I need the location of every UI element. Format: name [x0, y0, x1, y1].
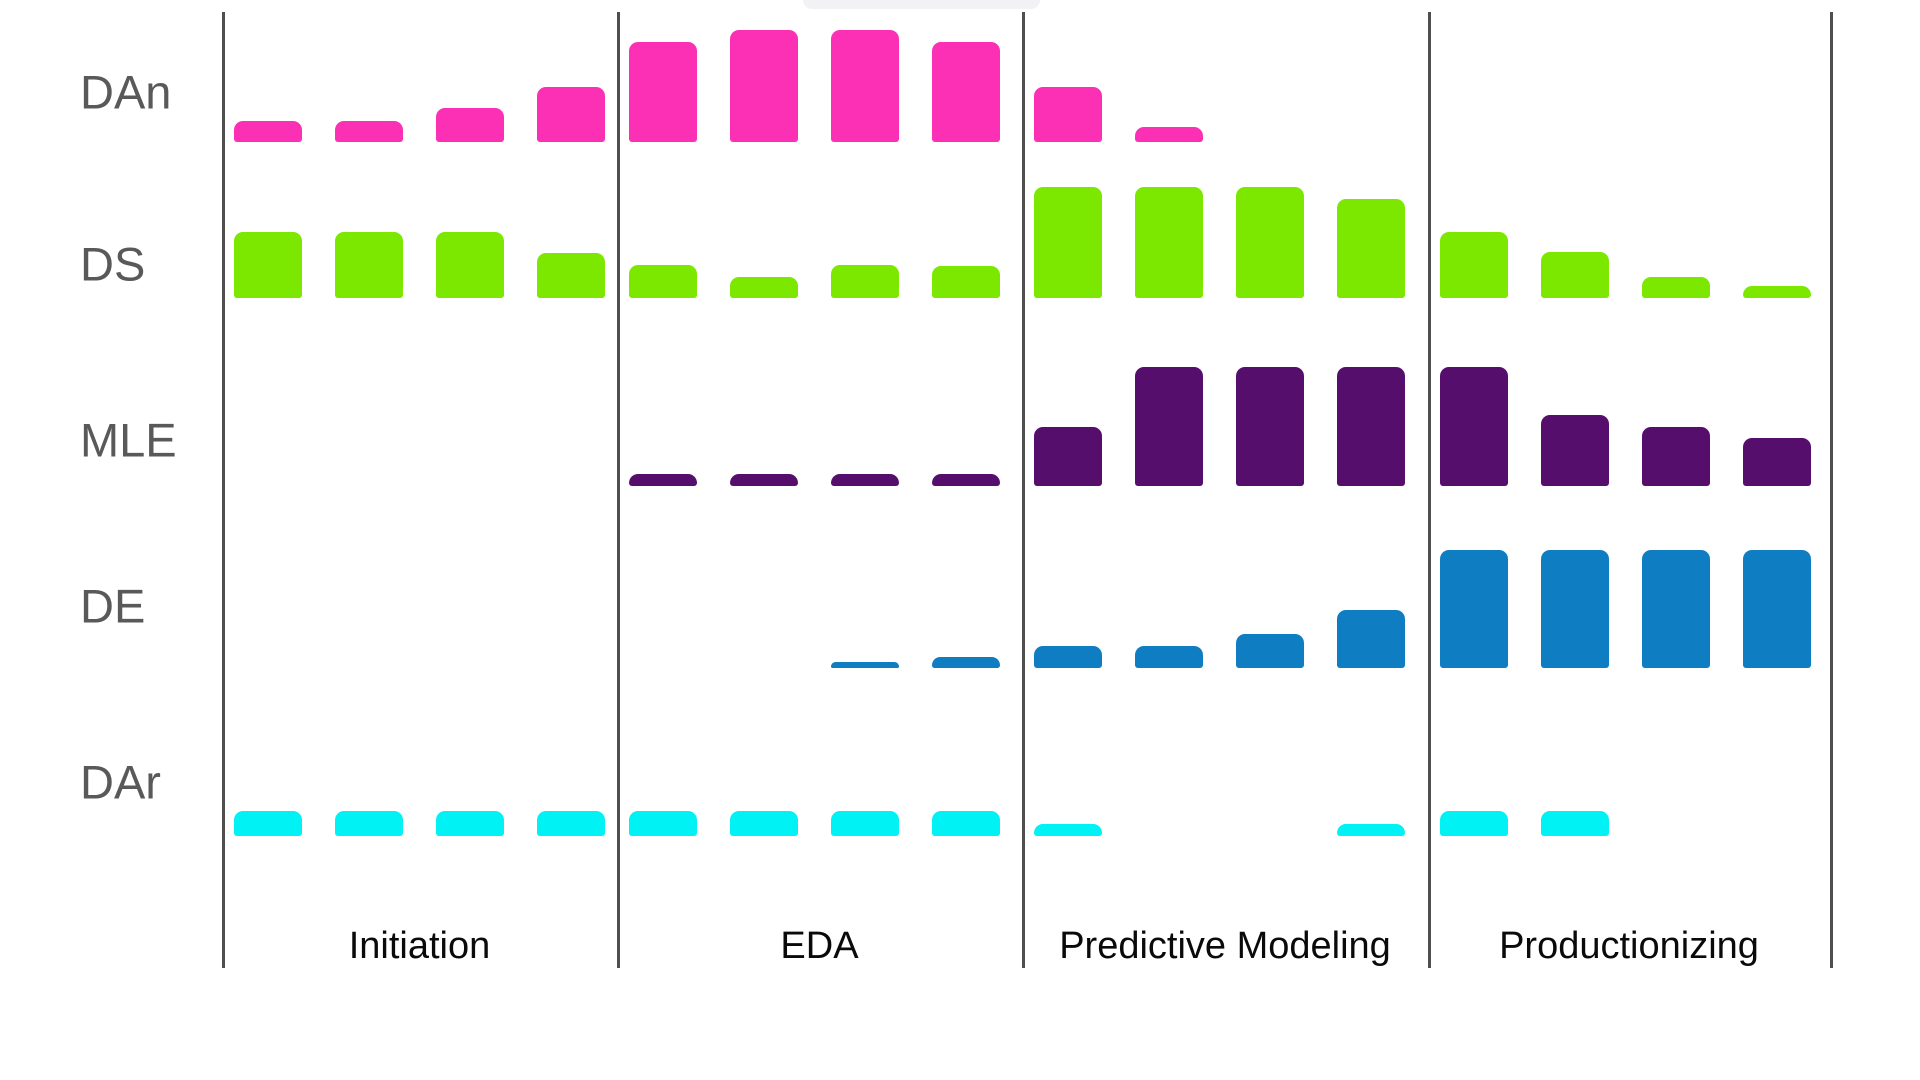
bar-DAr-productionizing-1: [1440, 811, 1508, 836]
bar-DE-predictive-modeling-4: [1337, 610, 1405, 668]
bar-DS-initiation-1: [234, 232, 302, 298]
bar-DS-eda-3: [831, 265, 899, 298]
phase-label-predictive-modeling: Predictive Modeling: [1059, 925, 1391, 967]
bar-DAr-eda-2: [730, 811, 798, 836]
bar-MLE-predictive-modeling-3: [1236, 367, 1304, 486]
bar-DE-productionizing-3: [1642, 550, 1710, 668]
bar-DS-productionizing-3: [1642, 277, 1710, 298]
row-label-DAn: DAn: [80, 65, 172, 119]
bar-DE-predictive-modeling-3: [1236, 634, 1304, 668]
bar-DAn-initiation-1: [234, 121, 302, 142]
bar-DS-productionizing-4: [1743, 286, 1811, 298]
phase-separator-line-3: [1428, 12, 1431, 968]
bar-DAn-eda-4: [932, 42, 1000, 142]
bar-DAr-eda-1: [629, 811, 697, 836]
bar-DS-predictive-modeling-1: [1034, 187, 1102, 298]
phase-separator-line-2: [1022, 12, 1025, 968]
bar-DAr-predictive-modeling-1: [1034, 824, 1102, 836]
bar-DAn-initiation-2: [335, 121, 403, 142]
bar-DS-predictive-modeling-3: [1236, 187, 1304, 298]
bar-MLE-predictive-modeling-1: [1034, 427, 1102, 486]
bar-MLE-eda-1: [629, 474, 697, 486]
bar-DAr-initiation-1: [234, 811, 302, 836]
bar-DE-productionizing-1: [1440, 550, 1508, 668]
bar-DS-initiation-4: [537, 253, 605, 298]
bar-MLE-eda-2: [730, 474, 798, 486]
bar-DE-predictive-modeling-2: [1135, 646, 1203, 668]
bar-MLE-predictive-modeling-4: [1337, 367, 1405, 486]
bar-DE-productionizing-4: [1743, 550, 1811, 668]
row-label-DAr: DAr: [80, 755, 161, 809]
bar-MLE-predictive-modeling-2: [1135, 367, 1203, 486]
bar-DS-eda-4: [932, 266, 1000, 298]
bar-DS-productionizing-1: [1440, 232, 1508, 298]
row-label-DS: DS: [80, 237, 146, 291]
bar-DAn-eda-1: [629, 42, 697, 142]
bar-DS-predictive-modeling-2: [1135, 187, 1203, 298]
bar-DAn-eda-3: [831, 30, 899, 142]
phase-label-productionizing: Productionizing: [1499, 925, 1759, 967]
row-label-DE: DE: [80, 579, 146, 633]
row-label-MLE: MLE: [80, 413, 177, 467]
bar-DE-eda-3: [831, 662, 899, 668]
bar-DAr-eda-4: [932, 811, 1000, 836]
bar-DAr-initiation-4: [537, 811, 605, 836]
bar-DAn-predictive-modeling-2: [1135, 127, 1203, 142]
bar-DE-productionizing-2: [1541, 550, 1609, 668]
bar-DAr-productionizing-2: [1541, 811, 1609, 836]
bar-DAn-initiation-3: [436, 108, 504, 142]
bar-DS-eda-1: [629, 265, 697, 298]
cropped-element-fragment: [803, 0, 1040, 9]
bar-DS-initiation-3: [436, 232, 504, 298]
bar-DAr-predictive-modeling-4: [1337, 824, 1405, 836]
bar-DAn-eda-2: [730, 30, 798, 142]
bar-MLE-productionizing-2: [1541, 415, 1609, 486]
phase-separator-line-0: [222, 12, 225, 968]
phase-label-initiation: Initiation: [348, 925, 491, 967]
bar-MLE-eda-3: [831, 474, 899, 486]
bar-DE-predictive-modeling-1: [1034, 646, 1102, 668]
bar-DAr-initiation-3: [436, 811, 504, 836]
phase-separator-line-4: [1830, 12, 1833, 968]
phase-separator-line-1: [617, 12, 620, 968]
phase-label-eda: EDA: [780, 925, 859, 967]
bar-DS-predictive-modeling-4: [1337, 199, 1405, 298]
bar-DS-eda-2: [730, 277, 798, 298]
bar-DE-eda-4: [932, 657, 1000, 668]
bar-MLE-productionizing-3: [1642, 427, 1710, 486]
bar-DAr-initiation-2: [335, 811, 403, 836]
bar-DAn-initiation-4: [537, 87, 605, 142]
bar-DAr-eda-3: [831, 811, 899, 836]
bar-MLE-eda-4: [932, 474, 1000, 486]
bar-MLE-productionizing-4: [1743, 438, 1811, 486]
bar-DS-productionizing-2: [1541, 252, 1609, 298]
bar-DAn-predictive-modeling-1: [1034, 87, 1102, 142]
bar-DS-initiation-2: [335, 232, 403, 298]
bar-MLE-productionizing-1: [1440, 367, 1508, 486]
